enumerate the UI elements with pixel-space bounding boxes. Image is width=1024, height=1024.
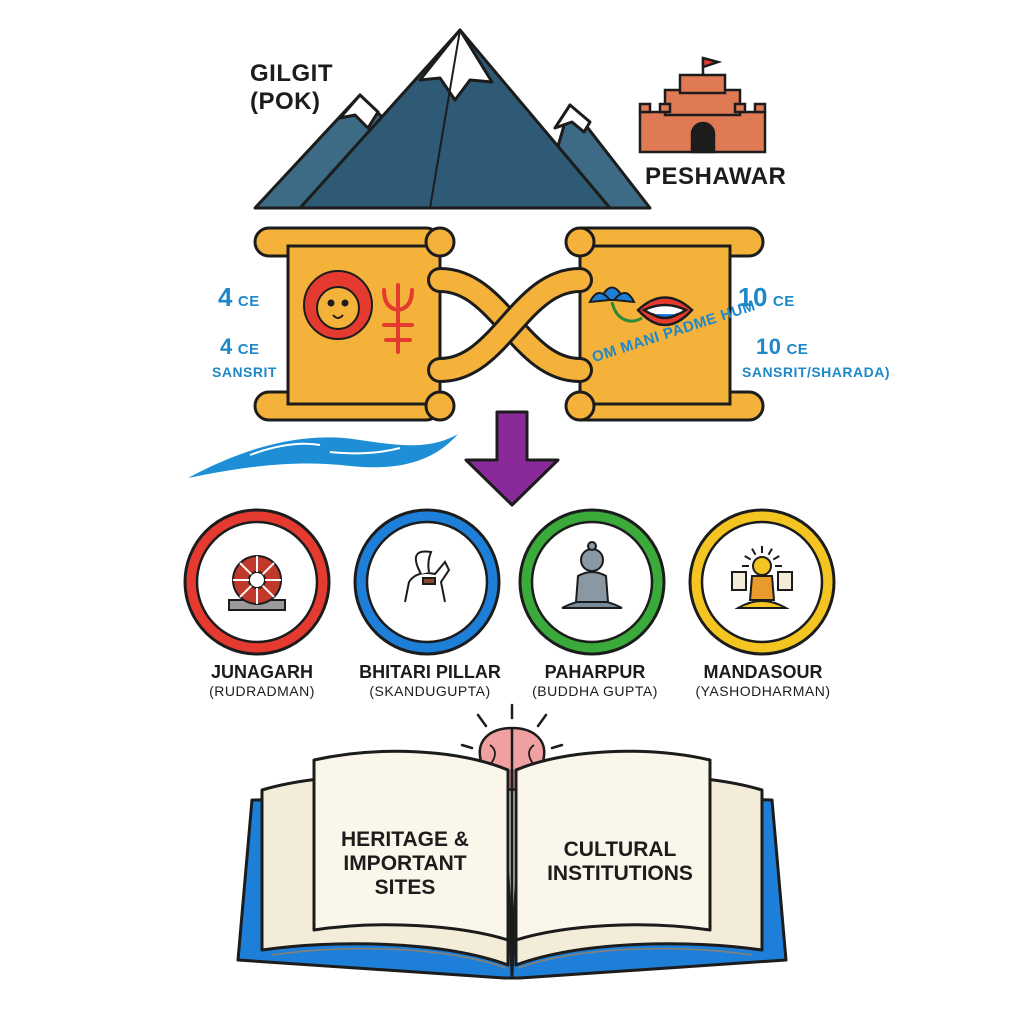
site-name: PAHARPUR xyxy=(544,662,646,682)
book-left-line: HERITAGE & xyxy=(341,828,469,851)
right-date-small: 10 CE xyxy=(756,334,808,360)
place-label-gilgit: GILGIT (POK) xyxy=(250,60,333,116)
open-book xyxy=(236,749,788,980)
mountains-illustration xyxy=(253,28,652,210)
left-date-small: 4 CE xyxy=(220,334,260,360)
gilgit-label: GILGIT xyxy=(250,60,333,87)
mouth-icon xyxy=(636,296,694,327)
bhitari-pillar-medallion xyxy=(353,508,501,656)
buddha-icon xyxy=(561,541,623,609)
left-date-small-unit: CE xyxy=(237,341,260,358)
place-label-peshawar: PESHAWAR xyxy=(645,163,787,190)
site-name: JUNAGARH xyxy=(210,662,313,682)
junagarh-medallion xyxy=(183,508,331,656)
right-scroll xyxy=(564,226,765,422)
book-left-line: SITES xyxy=(374,876,436,899)
right-date-large: 10 CE xyxy=(738,282,795,313)
left-date-large-number: 4 xyxy=(218,282,233,312)
site-ruler: (RUDRADMAN) xyxy=(209,683,315,699)
book-right-line: CULTURAL xyxy=(563,838,677,861)
right-language-label: SANSRIT/SHARADA) xyxy=(742,364,890,380)
site-label-mandasour: MANDASOUR (YASHODHARMAN) xyxy=(678,662,848,699)
book-right-page-text: CULTURAL INSTITUTIONS xyxy=(535,838,705,886)
site-label-junagarh: JUNAGARH (RUDRADMAN) xyxy=(177,662,347,699)
site-label-paharpur: PAHARPUR (BUDDHA GUPTA) xyxy=(510,662,680,699)
site-name: MANDASOUR xyxy=(703,662,823,682)
site-label-bhitari-pillar: BHITARI PILLAR (SKANDUGUPTA) xyxy=(345,662,515,699)
book-left-page-text: HERITAGE & IMPORTANT SITES xyxy=(320,828,490,900)
mandasour-medallion xyxy=(688,508,836,656)
pok-label: (POK) xyxy=(250,88,321,115)
winged-horse-icon xyxy=(404,550,451,603)
right-date-small-unit: CE xyxy=(786,341,809,358)
deity-icon xyxy=(731,546,793,609)
peshawar-fort-icon xyxy=(638,56,767,154)
river-wave-icon xyxy=(188,434,458,478)
dharma-wheel-icon xyxy=(228,555,286,611)
book-right-line: INSTITUTIONS xyxy=(547,862,693,885)
down-arrow-icon xyxy=(464,410,560,507)
site-ruler: (SKANDUGUPTA) xyxy=(369,683,491,699)
left-language-label: SANSRIT xyxy=(212,364,277,380)
twisted-ribbon-connector xyxy=(427,267,593,383)
book-left-line: IMPORTANT xyxy=(343,852,467,875)
left-date-small-number: 4 xyxy=(220,334,233,359)
right-date-small-number: 10 xyxy=(756,334,782,359)
right-date-large-number: 10 xyxy=(738,282,768,312)
trident-icon xyxy=(382,283,414,354)
left-date-large-unit: CE xyxy=(237,293,260,310)
left-date-large: 4 CE xyxy=(218,282,260,313)
lotus-icon xyxy=(588,286,643,323)
lion-icon xyxy=(303,270,373,340)
right-date-large-unit: CE xyxy=(772,293,795,310)
site-ruler: (BUDDHA GUPTA) xyxy=(532,683,658,699)
paharpur-medallion xyxy=(518,508,666,656)
site-ruler: (YASHODHARMAN) xyxy=(695,683,831,699)
site-name: BHITARI PILLAR xyxy=(359,662,501,682)
